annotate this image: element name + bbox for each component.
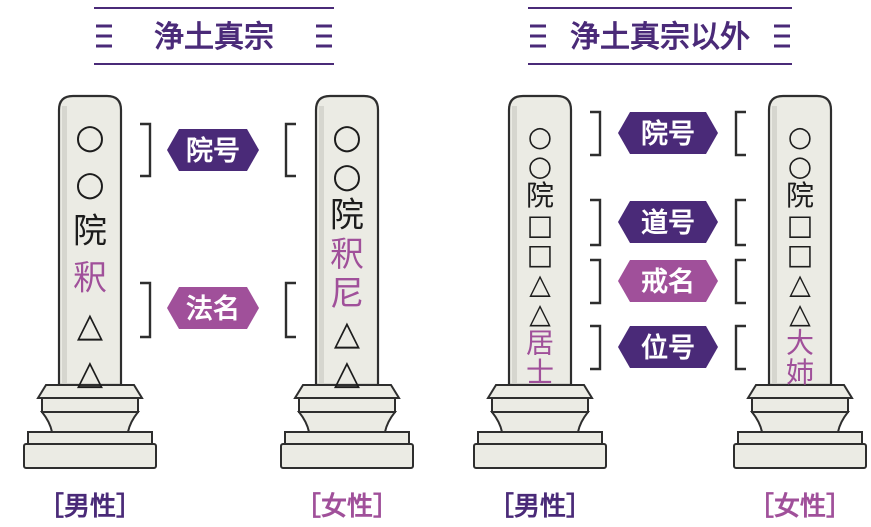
bracket-jodo-1-right (284, 122, 296, 178)
bracket-jodo-2-right (284, 281, 296, 339)
ihai-base-step1-other-male (486, 384, 594, 399)
ihai-char-other-female-3: □ (787, 208, 813, 241)
tag-label-jodo-ingo: 院号 (186, 135, 240, 167)
ihai-char-jodo-female-3: 釈 (330, 235, 364, 275)
ihai-base-step4-jodo-female (284, 431, 410, 445)
bracket-other-1-left (590, 198, 602, 247)
ihai-char-other-male-5: △ (529, 267, 551, 300)
ihai-char-other-male-3: □ (527, 208, 553, 241)
bracket-other-2-left (590, 258, 602, 305)
ihai-other-female: ○○院□□△△大姉 (733, 94, 867, 469)
gender-label-female-other: ［女性］ (748, 491, 852, 522)
ihai-body-other-female (767, 94, 833, 387)
ihai-char-other-male-2: 院 (526, 179, 554, 212)
ihai-char-other-female-1: ○ (788, 149, 812, 182)
ihai-jodo-female: ○○院釈尼△△ (280, 94, 414, 469)
ihai-char-other-male-0: ○ (528, 120, 552, 153)
tag-shape-other-0 (618, 112, 718, 154)
gender-label-female-jodo: ［女性］ (295, 491, 399, 522)
ihai-char-jodo-female-1: ○ (332, 156, 362, 196)
ihai-base-step3-other-female (749, 411, 851, 433)
ihai-char-jodo-female-6: △ (334, 353, 361, 393)
ihai-edge-shade-jodo-female (319, 106, 324, 383)
ihai-edge-shade-other-female (772, 106, 777, 383)
gender-label-male-jodo: ［男性］ (38, 492, 142, 522)
ihai-char-other-female-6: △ (789, 297, 811, 330)
ihai-char-jodo-male-5: △ (77, 353, 104, 393)
ihai-char-other-female-4: □ (787, 238, 813, 271)
ihai-base-step1-jodo-female (293, 384, 401, 399)
ihai-char-other-female-2: 院 (786, 179, 814, 212)
ihai-base-step3-jodo-female (296, 411, 398, 433)
ihai-base-step2-other-female (751, 397, 849, 413)
tag-label-jodo-homyo: 法名 (186, 293, 240, 325)
title-jodo-shinshu: 浄土真宗 (154, 20, 274, 55)
tag-shape-other-1 (618, 201, 718, 243)
ihai-base-step3-other-male (489, 411, 591, 433)
ihai-edge-shade-other-male (512, 106, 517, 383)
ihai-char-other-female-0: ○ (788, 120, 812, 153)
ihai-base-step1-jodo-male (36, 384, 144, 399)
bracket-jodo-1-left (140, 122, 152, 178)
ihai-char-other-male-6: △ (529, 297, 551, 330)
ihai-char-jodo-male-0: ○ (75, 117, 105, 157)
tag-label-other-3: 位号 (641, 332, 695, 364)
bracket-other-0-left (590, 110, 602, 157)
tag-shape-other-2 (618, 260, 718, 302)
ihai-base-step1-other-female (746, 384, 854, 399)
bracket-other-3-left (590, 324, 602, 371)
bracket-other-3-right (734, 324, 746, 371)
ihai-base-step5-other-female (733, 443, 867, 469)
ihai-char-other-female-8: 姉 (786, 356, 814, 389)
ihai-char-jodo-female-5: △ (334, 314, 361, 354)
bracket-other-2-right (734, 258, 746, 305)
ihai-char-other-male-7: 居 (526, 326, 554, 359)
ihai-char-other-female-5: △ (789, 267, 811, 300)
ihai-jodo-male: ○ ○ 院釈 △ △ (23, 94, 157, 469)
ihai-base-step5-jodo-female (280, 443, 414, 469)
title-other-sects: 浄土真宗以外 (570, 20, 750, 55)
bracket-jodo-2-left (140, 281, 152, 339)
ihai-base-step5-jodo-male (23, 443, 157, 469)
ihai-char-other-male-1: ○ (528, 149, 552, 182)
ihai-char-jodo-female-0: ○ (332, 117, 362, 157)
ihai-base-step3-jodo-male (39, 411, 141, 433)
tag-shape-jodo-homyo (167, 287, 259, 329)
ihai-char-jodo-female-4: 尼 (330, 274, 364, 314)
ihai-body-jodo-male (57, 94, 123, 387)
ihai-base-step2-other-male (491, 397, 589, 413)
bracket-other-1-right (734, 198, 746, 247)
tag-label-other-0: 院号 (641, 118, 695, 150)
tag-shape-jodo-ingo (167, 129, 259, 171)
tag-label-other-1: 道号 (641, 207, 695, 239)
ihai-char-jodo-male-1: ○ (75, 164, 105, 204)
ihai-char-jodo-male-4: △ (77, 306, 104, 346)
ihai-base-step4-jodo-male (27, 431, 153, 445)
ihai-body-jodo-female (314, 94, 380, 387)
ihai-base-step2-jodo-male (41, 397, 139, 413)
tag-shape-other-3 (618, 326, 718, 368)
ihai-edge-shade-jodo-male (62, 106, 67, 383)
bracket-other-0-right (734, 110, 746, 157)
ihai-base-step4-other-female (737, 431, 863, 445)
ihai-char-jodo-male-2: 院 (73, 211, 107, 251)
ihai-other-male: ○○院□□△△居士 (473, 94, 607, 469)
ihai-base-step4-other-male (477, 431, 603, 445)
ihai-char-other-female-7: 大 (786, 326, 814, 359)
ihai-char-jodo-male-3: 釈 (73, 259, 107, 299)
ihai-char-jodo-female-2: 院 (330, 196, 364, 236)
ihai-base-step5-other-male (473, 443, 607, 469)
gender-label-male-other: ［男性］ (488, 492, 592, 522)
tag-label-other-2: 戒名 (641, 266, 695, 298)
ihai-char-other-male-4: □ (527, 238, 553, 271)
ihai-base-step2-jodo-female (298, 397, 396, 413)
ihai-body-other-male (507, 94, 573, 387)
ihai-char-other-male-8: 士 (526, 356, 554, 389)
